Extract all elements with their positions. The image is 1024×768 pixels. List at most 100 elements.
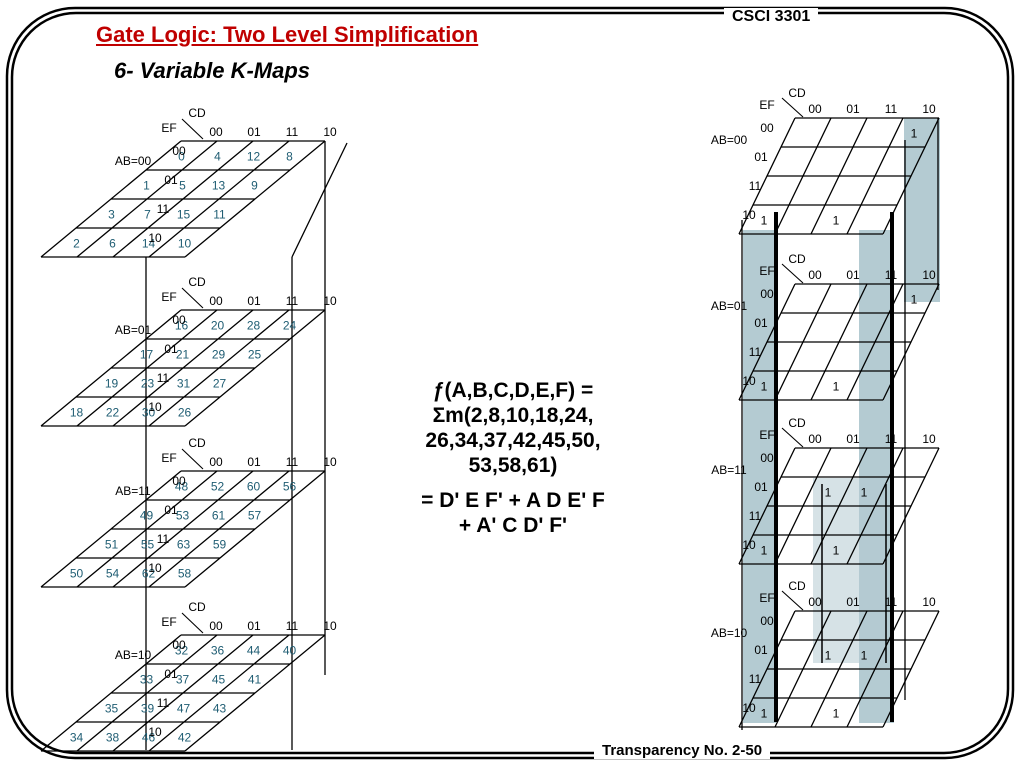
- minterm-one: 1: [861, 649, 868, 663]
- formula-line: 53,58,61): [468, 454, 558, 477]
- grid-line: [882, 447, 940, 565]
- grid-line: [184, 140, 326, 258]
- cell-number: 41: [248, 673, 262, 687]
- corner-slash: [781, 263, 804, 284]
- cell-number: 51: [105, 538, 119, 552]
- cell-number: 25: [248, 348, 262, 362]
- row-code: 01: [754, 480, 768, 494]
- formula-line: ƒ(A,B,C,D,E,F) =: [432, 379, 594, 402]
- grid-line: [774, 610, 832, 728]
- column-code: 00: [209, 125, 223, 139]
- cell-number: 26: [178, 406, 192, 420]
- minterm-one: 1: [761, 707, 768, 721]
- minterm-one: 1: [911, 127, 918, 141]
- row-code: 11: [749, 672, 762, 686]
- column-code: 01: [846, 268, 860, 282]
- map-label: AB=11: [115, 484, 151, 498]
- row-code: 11: [749, 179, 762, 193]
- row-code: 10: [148, 231, 162, 245]
- cell-number: 40: [283, 644, 297, 658]
- minterm-one: 1: [825, 486, 832, 500]
- cell-number: 28: [247, 319, 261, 333]
- column-code: 01: [846, 595, 860, 609]
- column-code: 01: [247, 455, 261, 469]
- cell-number: 27: [213, 377, 227, 391]
- row-code: 01: [164, 173, 178, 187]
- map-label: AB=00: [711, 133, 748, 147]
- column-code: 11: [286, 455, 299, 469]
- cell-number: 11: [213, 208, 226, 222]
- minterm-one: 1: [911, 293, 918, 307]
- cell-number: 35: [105, 702, 119, 716]
- cd-label: CD: [788, 86, 806, 100]
- cd-label: CD: [188, 436, 206, 450]
- row-code: 11: [749, 509, 762, 523]
- column-code: 11: [885, 595, 898, 609]
- ef-label: EF: [161, 451, 176, 465]
- map-label: AB=01: [115, 323, 152, 337]
- grid-line: [738, 117, 796, 235]
- row-code: 11: [157, 532, 170, 546]
- column-code: 00: [209, 455, 223, 469]
- minterm-one: 1: [833, 214, 840, 228]
- grid-line: [76, 309, 218, 427]
- grid-line: [148, 309, 290, 427]
- grid-line: [184, 470, 326, 588]
- row-code: 01: [754, 316, 768, 330]
- grid-line: [112, 140, 254, 258]
- cell-number: 0: [178, 150, 185, 164]
- grid-line: [774, 117, 832, 235]
- cell-number: 3: [108, 208, 115, 222]
- row-code: 01: [164, 503, 178, 517]
- corner-slash: [181, 118, 204, 140]
- cell-number: 1: [143, 179, 150, 193]
- cell-number: 5: [179, 179, 186, 193]
- grid-line: [810, 447, 868, 565]
- row-code: 10: [742, 701, 756, 715]
- cube-edge: [291, 142, 348, 258]
- row-code: 00: [172, 638, 186, 652]
- group-a-prime-c-d-prime-f-prime: [743, 230, 776, 723]
- grid-line: [184, 634, 326, 752]
- column-code: 01: [247, 125, 261, 139]
- cell-number: 62: [142, 567, 156, 581]
- minterm-one: 1: [833, 544, 840, 558]
- cell-number: 29: [212, 348, 226, 362]
- cell-number: 39: [141, 702, 155, 716]
- grid-line: [148, 140, 290, 258]
- grid-line: [40, 140, 182, 258]
- minterm-one: 1: [761, 544, 768, 558]
- cell-number: 6: [109, 237, 116, 251]
- grid-line: [882, 117, 940, 235]
- row-code: 10: [742, 538, 756, 552]
- corner-slash: [781, 97, 804, 118]
- corner-slash: [181, 612, 204, 634]
- row-code: 11: [157, 371, 170, 385]
- cell-number: 7: [144, 208, 151, 222]
- row-code: 00: [760, 287, 774, 301]
- cell-number: 36: [211, 644, 225, 658]
- grid-line: [810, 117, 868, 235]
- row-code: 10: [148, 561, 162, 575]
- column-code: 00: [209, 294, 223, 308]
- cell-number: 38: [106, 731, 120, 745]
- column-code: 11: [885, 102, 898, 116]
- cell-number: 45: [212, 673, 226, 687]
- cell-number: 55: [141, 538, 155, 552]
- column-code: 01: [846, 102, 860, 116]
- cell-number: 22: [106, 406, 120, 420]
- column-code: 01: [846, 432, 860, 446]
- cell-number: 47: [177, 702, 191, 716]
- slide-subtitle: 6- Variable K-Maps: [114, 58, 311, 83]
- row-code: 01: [754, 643, 768, 657]
- row-code: 01: [754, 150, 768, 164]
- minterm-one: 1: [761, 380, 768, 394]
- cell-number: 23: [141, 377, 155, 391]
- grid-line: [76, 634, 218, 752]
- cell-number: 9: [251, 179, 258, 193]
